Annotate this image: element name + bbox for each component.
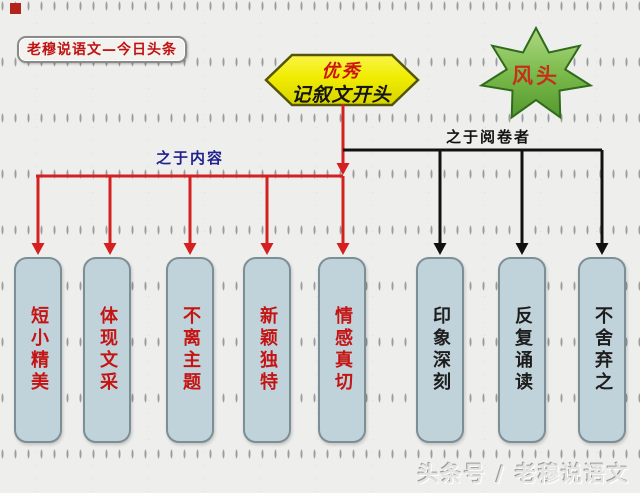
red-arrowhead (260, 243, 274, 255)
leaf-box-6-text: 印象深刻 (430, 306, 451, 394)
star-label: 风头 (512, 64, 560, 88)
leaf-box-7: 反复诵读 (498, 257, 546, 443)
red-arrowhead (103, 243, 117, 255)
leaf-box-8: 不舍弃之 (578, 257, 626, 443)
leaf-box-7-text: 反复诵读 (512, 306, 533, 394)
hexagon-title: 优秀 (321, 61, 362, 82)
hexagon-shape (264, 53, 420, 107)
content-branch-label: 之于内容 (156, 149, 225, 167)
red-arrowhead (31, 243, 45, 255)
black-arrowhead (595, 243, 609, 255)
leaf-box-1-text: 短小精美 (28, 306, 49, 394)
watermark: 头条号 / 老穆说语文 (417, 462, 630, 486)
black-arrowhead (433, 243, 447, 255)
leaf-box-8-text: 不舍弃之 (592, 306, 613, 394)
leaf-box-2: 体现文采 (83, 257, 131, 443)
reader-branch-connector (343, 148, 609, 255)
red-arrowhead (336, 243, 350, 255)
leaf-box-5: 情感真切 (318, 257, 366, 443)
leaf-box-5-text: 情感真切 (332, 306, 353, 394)
leaf-box-4-text: 新颖独特 (257, 306, 278, 394)
leaf-box-3: 不离主题 (166, 257, 214, 443)
black-arrowhead (515, 243, 529, 255)
hexagon-subtitle: 记叙文开头 (291, 84, 392, 106)
star-shape (478, 25, 594, 120)
leaf-box-6: 印象深刻 (416, 257, 464, 443)
leaf-box-4: 新颖独特 (243, 257, 291, 443)
content-branch-connector (31, 104, 350, 255)
reader-branch-label: 之于阅卷者 (446, 128, 532, 146)
leaf-box-3-text: 不离主题 (180, 306, 201, 394)
red-arrowhead (183, 243, 197, 255)
leaf-box-1: 短小精美 (14, 257, 62, 443)
leaf-box-2-text: 体现文采 (97, 306, 118, 394)
corner-red-square (10, 3, 21, 14)
source-badge: 老穆说语文—今日头条 (17, 36, 187, 63)
